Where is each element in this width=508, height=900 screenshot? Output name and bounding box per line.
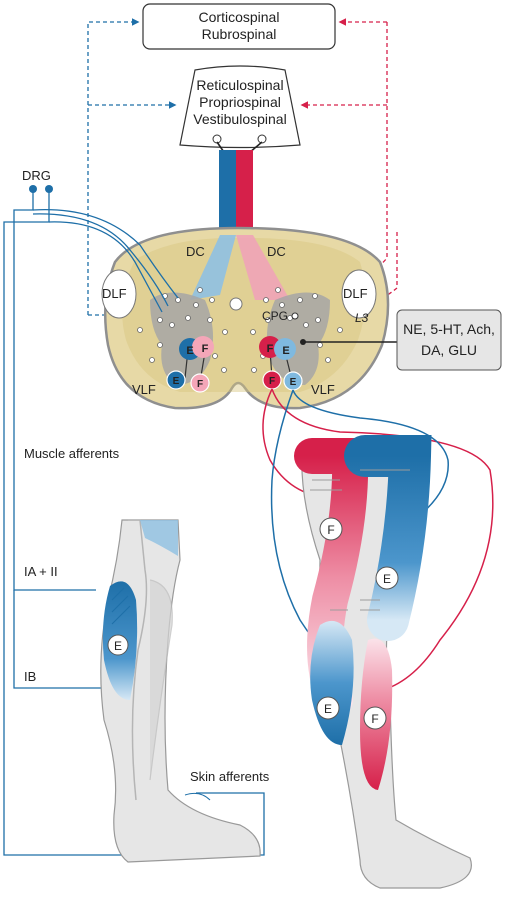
right-cpg-e: E xyxy=(282,345,289,357)
corticospinal-box: Corticospinal Rubrospinal xyxy=(142,3,336,50)
corticospinal-label: Corticospinal xyxy=(199,9,280,25)
right-cpg-neurons: F E F E xyxy=(259,336,303,391)
right-cpg-f: F xyxy=(267,343,274,355)
neuromodulator-box: NE, 5-HT, Ach, DA, GLU xyxy=(300,309,502,371)
right-leg: F E E F xyxy=(294,435,472,889)
vlf-left-label: VLF xyxy=(132,382,156,397)
right-thigh-extensor: E xyxy=(383,572,391,586)
left-leg: E Skin afferents Muscle afferents IA + I… xyxy=(24,446,270,863)
neuromodulators-line1: NE, 5-HT, Ach, xyxy=(403,321,495,337)
left-leg-extensor: E xyxy=(114,639,122,653)
right-motor-f: F xyxy=(269,376,275,387)
right-thigh-flexor: F xyxy=(327,523,334,537)
ia-ii-label: IA + II xyxy=(24,564,58,579)
l3-label: L3 xyxy=(355,311,369,325)
cpg-label: CPG xyxy=(262,309,288,323)
right-calf-extensor: E xyxy=(324,702,332,716)
dlf-right-label: DLF xyxy=(343,286,368,301)
left-motor-e: E xyxy=(173,376,180,387)
vlf-right-label: VLF xyxy=(311,382,335,397)
vestibulospinal-label: Vestibulospinal xyxy=(193,111,286,127)
dc-left-label: DC xyxy=(186,244,205,259)
drg-label: DRG xyxy=(22,168,51,183)
rubrospinal-label: Rubrospinal xyxy=(202,26,277,42)
left-cpg-e: E xyxy=(186,345,193,357)
reticulospinal-label: Reticulospinal xyxy=(196,77,283,93)
skin-afferents-label: Skin afferents xyxy=(190,769,270,784)
spinal-cord-section: DC DC DLF DLF VLF VLF CPG L3 xyxy=(101,226,390,410)
descending-tracts xyxy=(219,150,253,235)
left-cpg-f: F xyxy=(202,343,209,355)
right-calf-flexor: F xyxy=(371,712,378,726)
afferent-pathways xyxy=(3,189,265,856)
dc-right-label: DC xyxy=(267,244,286,259)
left-cpg-neurons: E F E F xyxy=(166,336,214,393)
neuromodulators-line2: DA, GLU xyxy=(421,342,477,358)
muscle-afferents-label: Muscle afferents xyxy=(24,446,120,461)
propriospinal-label: Propriospinal xyxy=(199,94,281,110)
left-motor-f: F xyxy=(197,379,203,390)
ib-label: IB xyxy=(24,669,36,684)
right-motor-e: E xyxy=(290,377,297,388)
dlf-left-label: DLF xyxy=(102,286,127,301)
reticulospinal-box: Reticulospinal Propriospinal Vestibulosp… xyxy=(179,65,301,160)
